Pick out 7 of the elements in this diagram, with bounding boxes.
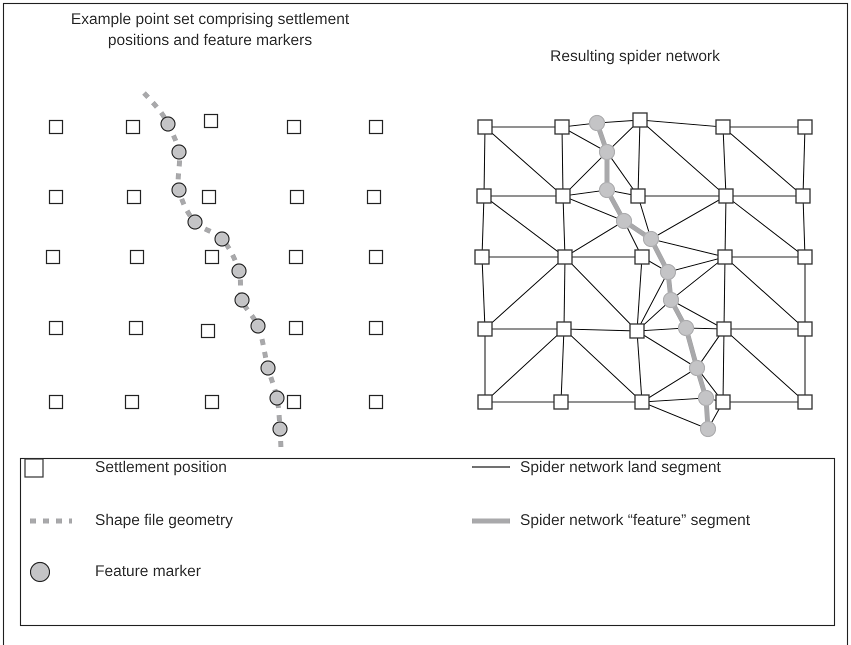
panel-heading: Resulting spider network [549, 47, 721, 67]
legend-label: Settlement position [95, 459, 227, 477]
legend-label: Spider network “feature” segment [520, 512, 750, 530]
legend-label: Shape file geometry [95, 512, 233, 530]
legend-label: Spider network land segment [520, 459, 721, 477]
legend-label: Feature marker [95, 563, 201, 581]
panel-heading: Example point set comprising settlement positions and feature markers [70, 10, 350, 51]
